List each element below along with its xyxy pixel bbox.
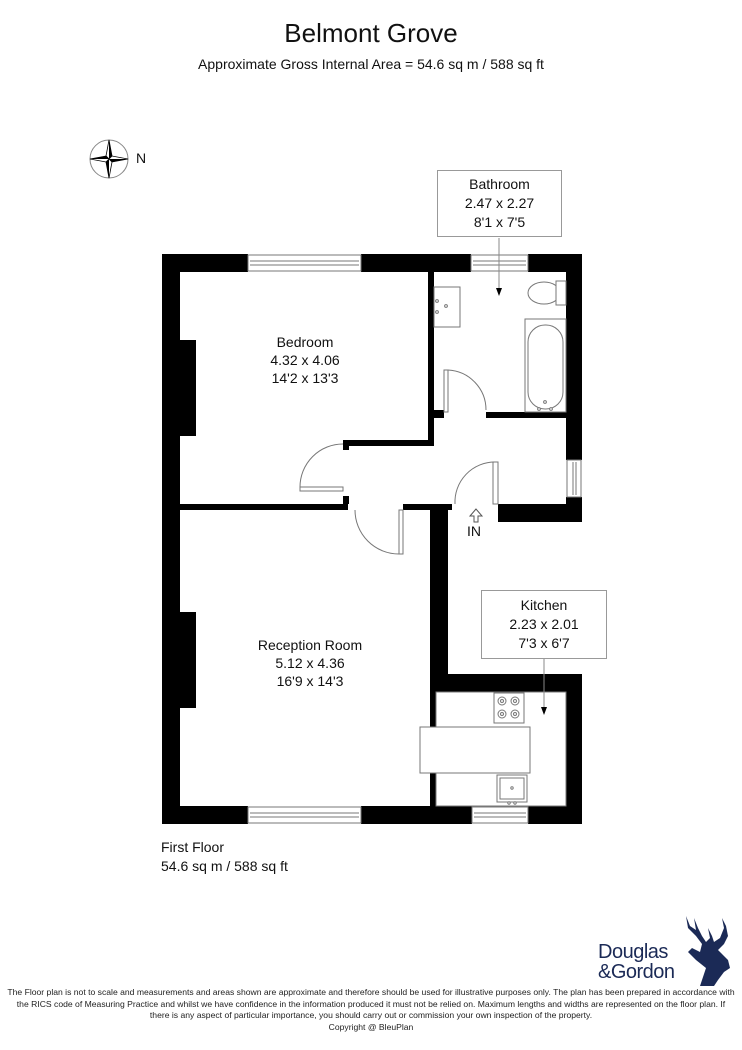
room-metric: 2.23 x 2.01 (509, 616, 579, 632)
floor-area: 54.6 sq m / 588 sq ft (161, 858, 288, 874)
disclaimer: The Floor plan is not to scale and measu… (0, 987, 742, 1033)
floor-caption: First Floor 54.6 sq m / 588 sq ft (161, 838, 288, 876)
disclaimer-line: the RICS code of Measuring Practice and … (16, 998, 726, 1009)
room-metric: 4.32 x 4.06 (270, 352, 340, 368)
toilet-icon (527, 281, 561, 305)
disclaimer-line: The Floor plan is not to scale and measu… (7, 987, 735, 997)
gross-area-subtitle: Approximate Gross Internal Area = 54.6 s… (198, 56, 544, 72)
room-imperial: 16'9 x 14'3 (276, 673, 344, 689)
copyright: Copyright @ BleuPlan (328, 1021, 414, 1032)
floor-name: First Floor (161, 839, 224, 855)
stag-head-icon (686, 916, 730, 986)
room-label-reception: Reception Room 5.12 x 4.36 16'9 x 14'3 (220, 636, 400, 690)
room-label-bathroom: Bathroom 2.47 x 2.27 8'1 x 7'5 (437, 170, 562, 237)
brand-line1: Douglas (598, 941, 668, 963)
entrance-arrow-icon (468, 508, 484, 523)
room-metric: 2.47 x 2.27 (464, 195, 535, 211)
hob-icon (493, 692, 525, 724)
room-label-kitchen: Kitchen 2.23 x 2.01 7'3 x 6'7 (481, 590, 607, 659)
room-name: Reception Room (257, 637, 363, 653)
compass-north-label: N (136, 150, 147, 166)
disclaimer-line: there is any aspect of particular import… (149, 1010, 593, 1020)
bathroom-fixtures (433, 280, 567, 413)
room-metric: 5.12 x 4.36 (275, 655, 345, 671)
brand-logo: Douglas &Gordon (598, 942, 675, 982)
room-imperial: 8'1 x 7'5 (473, 214, 526, 230)
windows (247, 254, 582, 824)
room-name: Bedroom (276, 334, 334, 350)
compass-rose-icon (89, 139, 129, 179)
room-name: Bathroom (469, 176, 530, 192)
doors (299, 369, 499, 555)
room-imperial: 7'3 x 6'7 (518, 635, 570, 651)
room-imperial: 14'2 x 13'3 (271, 370, 339, 386)
room-label-bedroom: Bedroom 4.32 x 4.06 14'2 x 13'3 (230, 333, 380, 387)
worktop (419, 726, 531, 774)
leader-lines (496, 238, 547, 715)
brand-line2: &Gordon (598, 961, 675, 983)
entrance-label: IN (467, 523, 481, 539)
walls (162, 254, 582, 824)
page-title: Belmont Grove (284, 18, 458, 48)
room-name: Kitchen (520, 597, 568, 613)
